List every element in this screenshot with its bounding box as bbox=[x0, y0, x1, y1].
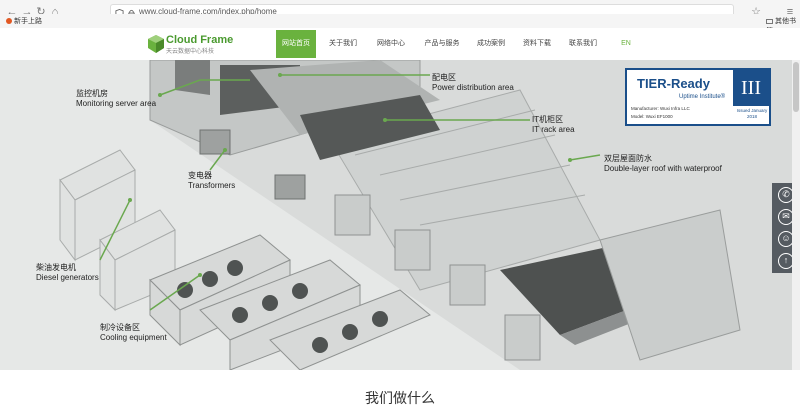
label-monitoring: 监控机房 Monitoring server area bbox=[76, 88, 156, 108]
label-transformer-cn: 变电器 bbox=[188, 171, 212, 180]
reload-icon[interactable]: ↻ bbox=[36, 6, 46, 18]
menu-downloads[interactable]: 资料下载 bbox=[523, 40, 551, 47]
menu-en[interactable]: EN bbox=[621, 40, 631, 47]
forward-icon[interactable]: → bbox=[21, 6, 33, 18]
label-roof: 双层屋面防水 Double-layer roof with waterproof bbox=[604, 153, 722, 173]
logo-text: Cloud Frame bbox=[166, 34, 234, 46]
bookmarks-bar bbox=[0, 14, 800, 28]
label-diesel-en: Diesel generators bbox=[36, 273, 99, 282]
menu-contact[interactable]: 联系我们 bbox=[569, 40, 597, 47]
label-roof-cn: 双层屋面防水 bbox=[604, 154, 652, 163]
logo-cube-icon bbox=[148, 35, 164, 53]
menu-network[interactable]: 网络中心 bbox=[377, 40, 405, 47]
back-icon[interactable]: ← bbox=[6, 6, 18, 18]
menu-cases[interactable]: 成功案例 bbox=[477, 40, 505, 47]
home-icon[interactable]: ⌂ bbox=[51, 6, 59, 18]
star-icon[interactable]: ☆ bbox=[751, 6, 761, 18]
datacenter-illustration bbox=[0, 60, 800, 370]
label-it-rack: IT机柜区 IT rack area bbox=[532, 114, 575, 134]
url-text: www.cloud-frame.com/index.php/home bbox=[139, 7, 277, 16]
badge-title: TIER-Ready bbox=[637, 76, 710, 91]
menu-products[interactable]: 产品与服务 bbox=[424, 40, 460, 47]
badge-subtitle: Uptime Institute® bbox=[679, 94, 726, 100]
menu-home[interactable]: 网站首页 bbox=[276, 30, 316, 58]
label-diesel-cn: 柴油发电机 bbox=[36, 263, 76, 272]
badge-manufacturer: Manufacturer: Wuxi Infra LLC bbox=[631, 106, 690, 111]
menu-about[interactable]: 关于我们 bbox=[329, 40, 357, 47]
folder-icon bbox=[766, 18, 773, 24]
label-cooling-cn: 制冷设备区 bbox=[100, 323, 140, 332]
bookmark-new-user[interactable]: 新手上路 bbox=[6, 16, 42, 26]
page-scrollbar[interactable] bbox=[792, 60, 800, 370]
label-transformers: 变电器 Transformers bbox=[188, 170, 235, 190]
label-cooling: 制冷设备区 Cooling equipment bbox=[100, 322, 167, 342]
label-power-en: Power distribution area bbox=[432, 83, 514, 92]
hero-banner: 监控机房 Monitoring server area 配电区 Power di… bbox=[0, 60, 800, 370]
tier-ready-badge: TIER-Ready Uptime Institute® III Manufac… bbox=[625, 68, 771, 126]
label-cooling-en: Cooling equipment bbox=[100, 333, 167, 342]
label-diesel: 柴油发电机 Diesel generators bbox=[36, 262, 99, 282]
label-roof-en: Double-layer roof with waterproof bbox=[604, 164, 722, 173]
menu-icon[interactable]: ≡ bbox=[786, 6, 794, 18]
label-it-en: IT rack area bbox=[532, 125, 575, 134]
scrollbar-thumb[interactable] bbox=[793, 62, 799, 112]
badge-issued: Issued January 2018 bbox=[736, 108, 768, 119]
site-header bbox=[0, 28, 800, 60]
label-power: 配电区 Power distribution area bbox=[432, 72, 514, 92]
content-section bbox=[0, 370, 800, 408]
label-power-cn: 配电区 bbox=[432, 73, 456, 82]
firefox-icon bbox=[6, 18, 12, 25]
label-monitoring-en: Monitoring server area bbox=[76, 99, 157, 108]
badge-tier-level: III bbox=[733, 70, 769, 106]
label-transformer-en: Transformers bbox=[188, 181, 236, 190]
label-monitoring-cn: 监控机房 bbox=[76, 89, 108, 98]
label-it-cn: IT机柜区 bbox=[532, 115, 564, 124]
logo-subtitle: 天云数据中心科技 bbox=[166, 49, 215, 55]
bookmark-label: 新手上路 bbox=[13, 18, 42, 25]
section-title: 我们做什么 bbox=[365, 390, 435, 406]
badge-model: Model: Wuxi EF1000 bbox=[631, 114, 673, 119]
